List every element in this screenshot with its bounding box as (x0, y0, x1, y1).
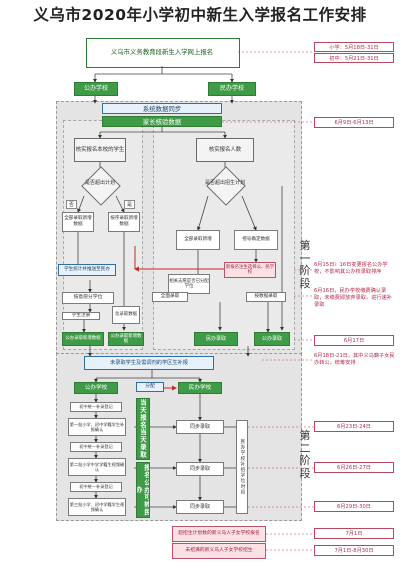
private-verify-box: 核实报名人数 (196, 138, 254, 162)
public-to-private-column: 报名公办可转民办 (136, 462, 150, 518)
supplement-registration-bar: 未录取学生及需调剂的学区生补报 (84, 356, 214, 370)
assign-box: 分配 (136, 382, 164, 392)
phase-two-label: 第二阶段 (299, 429, 311, 480)
private-supplement-column: 民办学校补招学位时段 (236, 420, 248, 514)
decision-no-label: 否 (66, 200, 78, 209)
decision-yes-label: 是 (124, 200, 136, 209)
private-payment-note: 6月16日，民办学校缴费确认录取，未缴费即放弃录取，进行递补录取 (314, 288, 392, 308)
all-enroll-box: 全部录取新增数据 (62, 212, 94, 232)
total-enroll-box: 总录取数据 (112, 306, 140, 324)
public-enroll-box: 公办录取 (254, 332, 290, 346)
sync-enroll-2: 同步录取 (176, 462, 224, 476)
private-quota-decision-label: 是否超出招生计划 (204, 180, 245, 186)
public-enroll-right-box: 公办录取新增数据 (108, 332, 144, 346)
online-registration-box: 义乌市义务教育段新生入学网上报名 (110, 48, 214, 56)
p2-date-3: 6月29日-30日 (314, 501, 394, 512)
lottery-box: 摇号确定数据 (234, 230, 278, 250)
statistics-push-box: 学生统计并推送至民办 (58, 264, 116, 276)
full-enroll-box: 全面录取 (152, 292, 188, 302)
p2-batch-3: 第三批小学、初中学籍学生视频确认 (68, 498, 126, 516)
registration-frame (86, 38, 240, 68)
p2-register-1: 初中统一补录登记 (70, 402, 122, 412)
private-school-box: 民办学校 (208, 82, 256, 96)
junior-registration-date: 初中：5月21日-31日 (314, 53, 394, 63)
over-quota-date: 7月1日 (314, 528, 394, 539)
order-enroll-box: 按序录取新增数据 (108, 212, 140, 232)
private-enroll-box: 民办录取 (194, 332, 238, 346)
system-sync-bar: 系统数据同步 (102, 103, 222, 114)
public-school-box: 公办学校 (74, 82, 118, 96)
p2-private-school-box: 民办学校 (178, 382, 222, 394)
p2-register-2: 初中统一补录登记 (70, 442, 122, 452)
assigned-decision-box: 相关志愿是否已分配学位 (168, 274, 210, 294)
data-enroll-box: 按数据录取 (246, 292, 286, 302)
reselect-school-box: 新报名注生选择公、民学校 (224, 262, 276, 278)
quota-decision-label: 是否超出计划 (84, 180, 115, 186)
unfilled-enrollment-box: 未招满的新义乌人子女学校招生 (172, 543, 266, 559)
verify-date: 6月9日-6月13日 (314, 117, 394, 128)
phase-one-end-date: 6月17日 (314, 335, 394, 346)
public-verify-box: 核实报名本校的学生 (74, 138, 126, 162)
p2-batch-2: 第二批小学中学学籍生视频确认 (68, 458, 126, 476)
p2-register-3: 初中统一补录登记 (70, 482, 122, 492)
p2-public-school-box: 公办学校 (74, 382, 118, 394)
page-title: 义乌市2020年小学初中新生入学报名工作安排 (33, 6, 367, 24)
sync-enroll-1: 同步录取 (176, 420, 224, 434)
public-enroll-left-box: 公办录取新增数据 (62, 332, 104, 346)
public-query-box: 学生注册 (62, 312, 100, 320)
change-school-note: 6月15日〉16日变更报名公办学校，不影响其公办校录取排序 (314, 262, 388, 275)
unfilled-enrollment-date: 7月1日-8月30日 (314, 545, 394, 556)
private-all-enroll-box: 全部录取新增 (176, 230, 220, 250)
sync-enroll-3: 同步录取 (176, 500, 224, 514)
order-assign-box: 按意愿分学位 (62, 292, 114, 304)
p2-date-2: 6月26日-27日 (314, 462, 394, 473)
phase-one-label: 第一阶段 (299, 239, 311, 290)
p2-date-1: 6月23日-24日 (314, 421, 394, 432)
parent-verify-bar: 家长核验数据 (102, 116, 222, 127)
transfer-note: 6月18日-21日，其中义乌籍子女民办转公，统筹安排 (314, 353, 395, 366)
primary-registration-date: 小学：5月18日-31日 (314, 42, 394, 52)
same-day-enroll-column: 当天报名当天录取 (136, 398, 150, 460)
p2-batch-1: 第一批小学、初中学籍学生补报确认 (68, 418, 126, 436)
over-quota-registration-box: 超招生计划数的新义乌人子女学校报名 (172, 526, 266, 542)
